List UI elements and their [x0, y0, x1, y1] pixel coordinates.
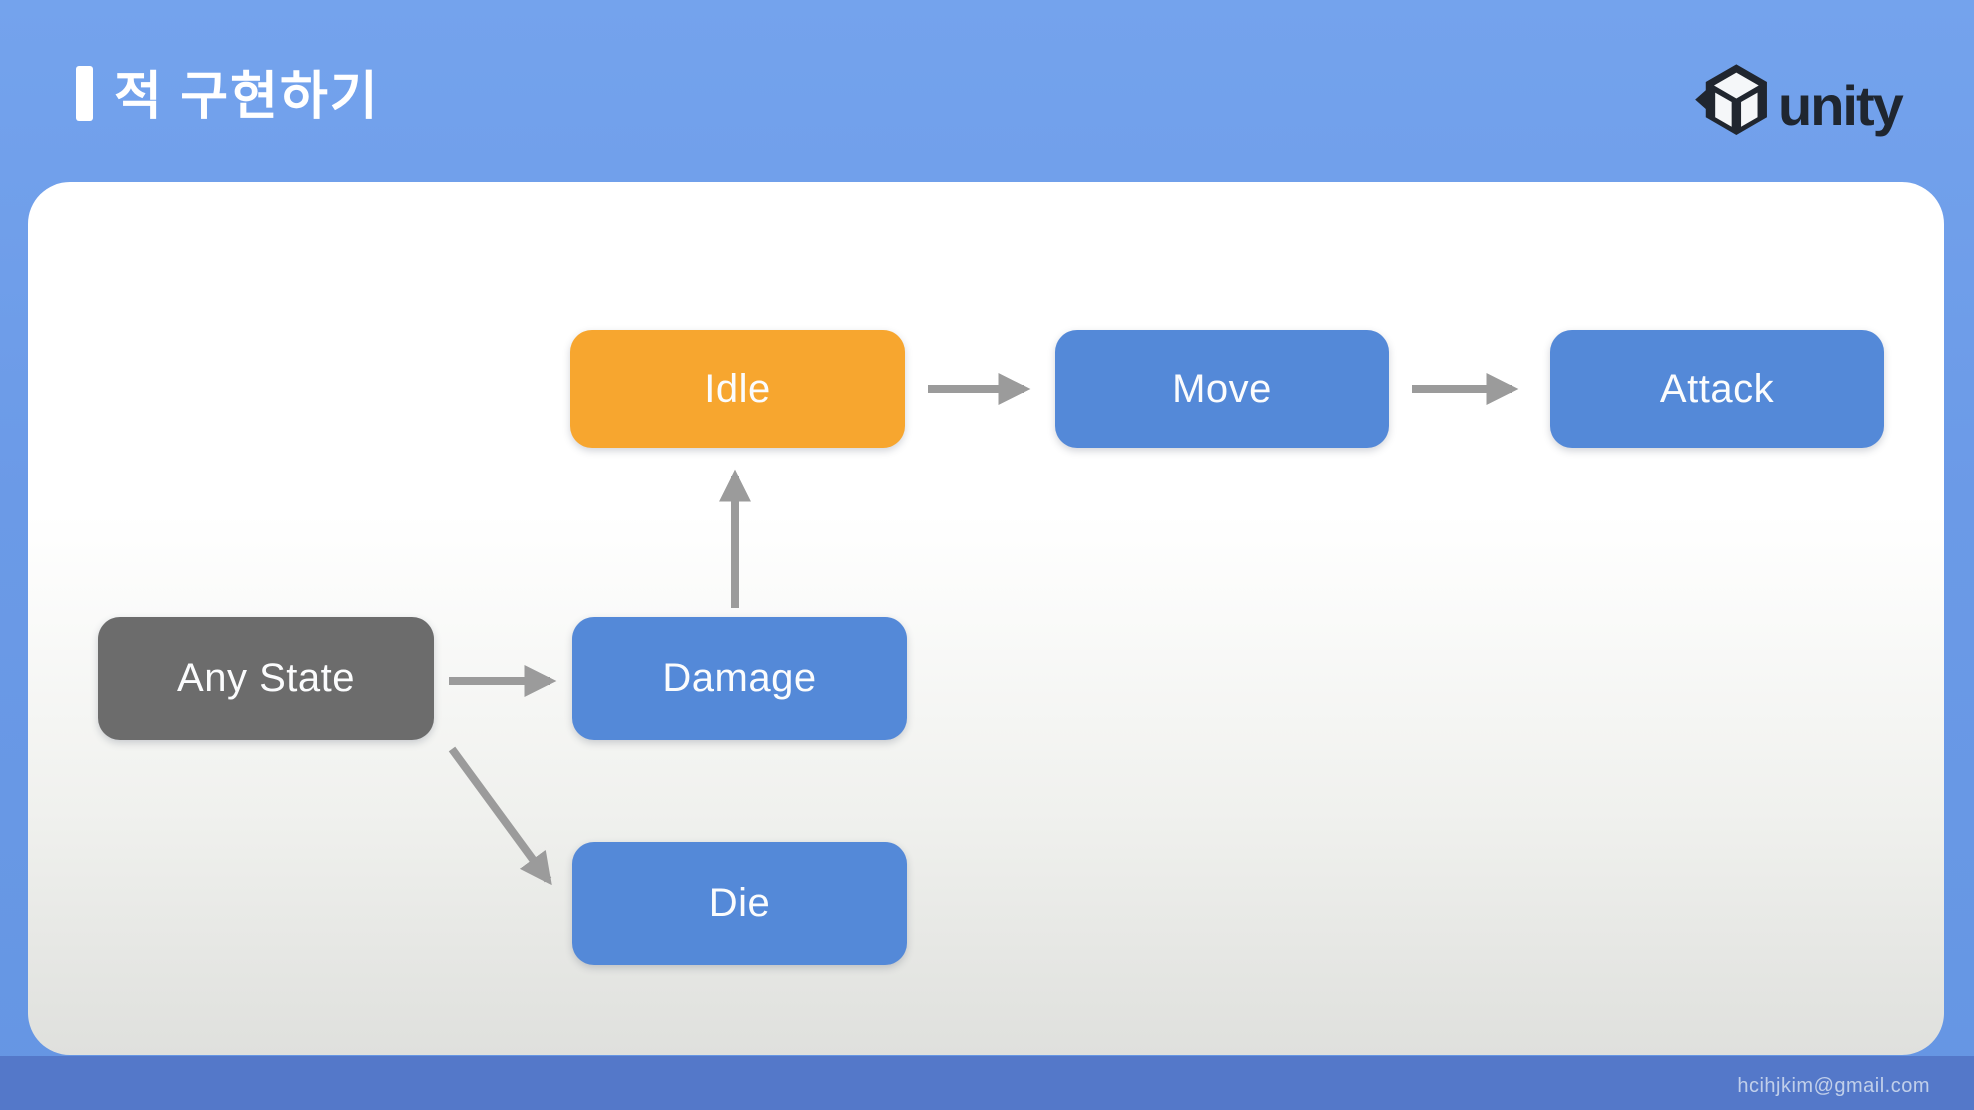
slide-header: 적 구현하기 unity [0, 0, 1974, 182]
footer-email: hcihjkim@gmail.com [1737, 1075, 1930, 1097]
state-node-move: Move [1055, 330, 1389, 448]
title-marker-bar [76, 66, 93, 121]
state-label-damage: Damage [662, 656, 817, 700]
state-label-attack: Attack [1659, 366, 1775, 411]
unity-cube-icon [1695, 64, 1767, 135]
state-node-attack: Attack [1550, 330, 1884, 448]
unity-logo: unity [1694, 62, 1904, 142]
state-node-any-state: Any State [98, 617, 434, 740]
footer-band: hcihjkim@gmail.com [0, 1056, 1974, 1110]
state-label-any-state: Any State [177, 656, 355, 700]
unity-wordmark: unity [1778, 73, 1904, 137]
state-node-idle: Idle [570, 330, 905, 448]
state-node-die: Die [572, 842, 907, 965]
state-node-damage: Damage [572, 617, 907, 740]
state-label-move: Move [1172, 366, 1272, 411]
state-label-die: Die [708, 881, 771, 925]
state-label-idle: Idle [704, 366, 771, 411]
page-title: 적 구현하기 [114, 68, 380, 126]
